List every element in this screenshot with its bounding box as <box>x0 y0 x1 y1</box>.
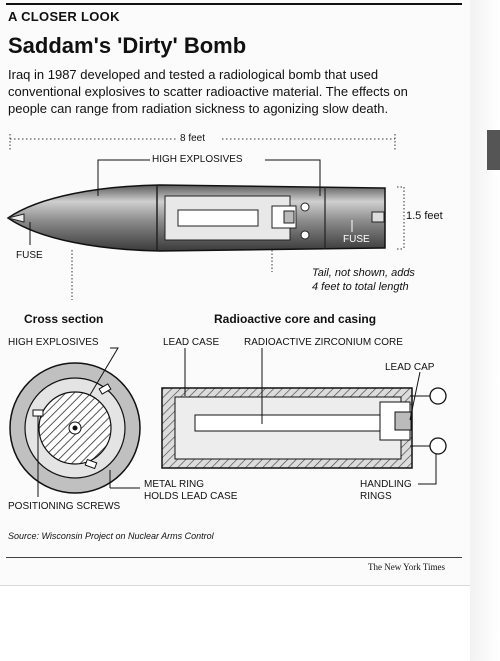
cross-section-leaders <box>37 347 140 497</box>
cross-section-connector <box>71 250 273 300</box>
diameter-dimension-line <box>397 186 405 250</box>
handling-rings-label-1: HANDLING <box>360 479 412 490</box>
cross-section-high-explosives-label: HIGH EXPLOSIVES <box>8 337 99 348</box>
kicker: A CLOSER LOOK <box>8 9 120 24</box>
headline: Saddam's 'Dirty' Bomb <box>8 33 247 58</box>
tail-note-line2: 4 feet to total length <box>312 281 409 293</box>
metal-ring-label-1: METAL RING <box>144 479 205 490</box>
dek: Iraq in 1987 developed and tested a radi… <box>8 67 408 116</box>
core-title: Radioactive core and casing <box>214 312 377 326</box>
bomb-body <box>6 184 386 252</box>
length-label: 8 feet <box>180 133 206 144</box>
high-explosives-leader <box>97 159 321 196</box>
credit-rule <box>6 557 462 558</box>
fuse-right-label: FUSE <box>343 234 370 245</box>
source-note: Source: Wisconsin Project on Nuclear Arm… <box>8 531 214 541</box>
zirconium-core-label: RADIOACTIVE ZIRCONIUM CORE <box>244 337 403 348</box>
diameter-label: 1.5 feet <box>406 210 443 222</box>
page-margin <box>470 0 500 661</box>
fuse-left-label: FUSE <box>16 250 43 261</box>
length-dimension-line <box>9 134 396 150</box>
bomb-diagram-graphic <box>6 134 447 497</box>
lead-cap-label: LEAD CAP <box>385 362 435 373</box>
credit: The New York Times <box>368 562 446 572</box>
handling-rings-label-2: RINGS <box>360 491 392 502</box>
core-leaders <box>184 348 437 485</box>
cross-section-title: Cross section <box>24 312 104 326</box>
top-rule <box>6 3 462 5</box>
lead-case-label: LEAD CASE <box>163 337 220 348</box>
cross-section-drawing <box>9 362 141 494</box>
positioning-screws-label: POSITIONING SCREWS <box>8 501 121 512</box>
metal-ring-label-2: HOLDS LEAD CASE <box>144 491 238 502</box>
tail-note-line1: Tail, not shown, adds <box>312 267 415 279</box>
core-casing-drawing <box>161 387 447 469</box>
page-edge-tab <box>487 130 500 170</box>
high-explosives-label: HIGH EXPLOSIVES <box>152 154 243 165</box>
